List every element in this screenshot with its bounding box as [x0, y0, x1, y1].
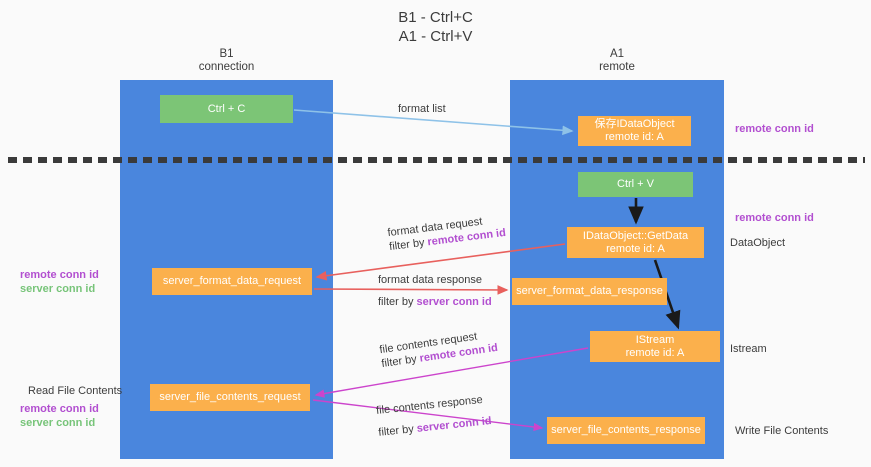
edge-label-format-data-request: format data request filter by remote con… [387, 212, 507, 254]
key-server-conn-id: server conn id [416, 296, 492, 308]
swimlane-b1-header: B1 connection [198, 48, 255, 73]
node-istream[interactable]: IStream remote id: A [590, 331, 720, 362]
diagram-title: B1 - Ctrl+C A1 - Ctrl+V [398, 9, 473, 45]
node-server-file-contents-request[interactable]: server_file_contents_request [150, 384, 310, 411]
annotation-istream: Istream [730, 343, 767, 355]
annotation-left-remote-conn-id-bottom: remote conn id [20, 403, 99, 415]
edge-label-file-contents-response-line2: filter by server conn id [377, 415, 493, 439]
key-server-conn-id: server conn id [416, 415, 493, 435]
annotation-read-file-contents: Read File Contents [28, 385, 123, 397]
phase-divider [8, 157, 865, 163]
annotation-left-remote-conn-id-mid: remote conn id [20, 269, 99, 281]
annotation-dataobject: DataObject [730, 237, 786, 249]
node-server-format-data-request[interactable]: server_format_data_request [152, 268, 312, 295]
node-ctrl-c[interactable]: Ctrl + C [160, 95, 293, 123]
annotation-remote-conn-id-top: remote conn id [735, 123, 814, 135]
edge-label-format-list: format list [398, 103, 446, 115]
annotation-write-file-contents: Write File Contents [735, 425, 829, 437]
annotation-left-conn-ids-mid: remote conn id server conn id [20, 268, 99, 296]
annotation-left-server-conn-id-bottom: server conn id [20, 417, 96, 429]
node-server-file-contents-response[interactable]: server_file_contents_response [547, 417, 705, 444]
annotation-remote-conn-id-mid: remote conn id [735, 212, 814, 224]
edge-label-format-data-response: format data response filter by server co… [378, 273, 492, 309]
edge-label-format-data-response-line2: filter by server conn id [378, 296, 492, 308]
node-ctrl-v[interactable]: Ctrl + V [578, 172, 693, 197]
edge-label-file-contents-response: file contents response filter by server … [375, 392, 493, 440]
annotation-left-conn-ids-bottom: remote conn id server conn id [20, 402, 99, 430]
edge-label-file-contents-request: file contents request filter by remote c… [379, 327, 499, 371]
node-save-idataobject[interactable]: 保存IDataObject remote id: A [578, 116, 691, 146]
node-server-format-data-response[interactable]: server_format_data_response [512, 278, 667, 305]
swimlane-a1-header: A1 remote [599, 48, 635, 73]
annotation-left-server-conn-id-mid: server conn id [20, 283, 96, 295]
node-idataobject-getdata[interactable]: IDataObject::GetData remote id: A [567, 227, 704, 258]
edge-label-format-data-response-line1: format data response [378, 274, 482, 286]
edge-label-file-contents-response-line1: file contents response [375, 393, 484, 417]
